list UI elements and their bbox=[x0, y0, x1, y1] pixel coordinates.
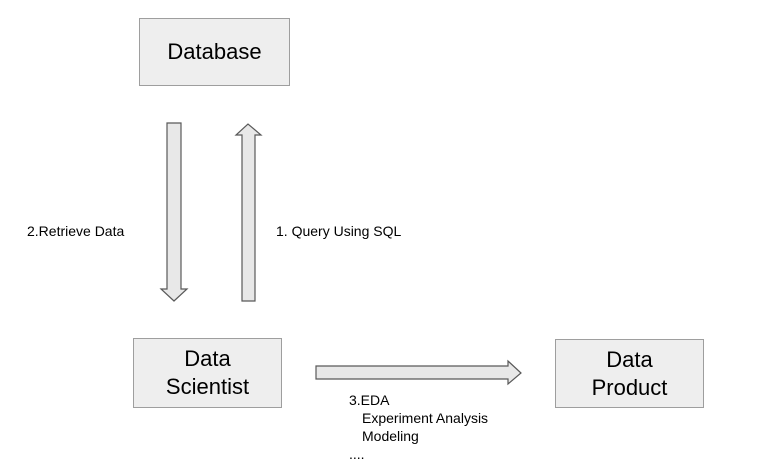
data-product-node: Data Product bbox=[555, 339, 704, 408]
retrieve-data-label: 2.Retrieve Data bbox=[27, 223, 125, 239]
database-label: Database bbox=[167, 39, 262, 64]
retrieve-arrow bbox=[159, 122, 189, 302]
eda-title: 3.EDA bbox=[349, 392, 390, 408]
eda-arrow bbox=[315, 359, 522, 386]
data-scientist-label-line-1: Data bbox=[184, 346, 231, 371]
data-product-label-line-2: Product bbox=[591, 374, 668, 400]
eda-item-ellipsis: .... bbox=[349, 446, 365, 462]
eda-item-experiment-analysis: Experiment Analysis bbox=[362, 410, 489, 426]
database-node: Database bbox=[139, 18, 290, 86]
query-sql-label: 1. Query Using SQL bbox=[276, 223, 402, 239]
data-product-label-line-1: Data bbox=[606, 346, 653, 372]
data-scientist-node: Data Scientist bbox=[133, 338, 282, 408]
eda-item-modeling: Modeling bbox=[362, 428, 419, 444]
eda-step-label: 3.EDA Experiment Analysis Modeling .... bbox=[349, 391, 488, 463]
query-arrow bbox=[234, 123, 263, 302]
data-scientist-label-line-2: Scientist bbox=[165, 374, 250, 399]
